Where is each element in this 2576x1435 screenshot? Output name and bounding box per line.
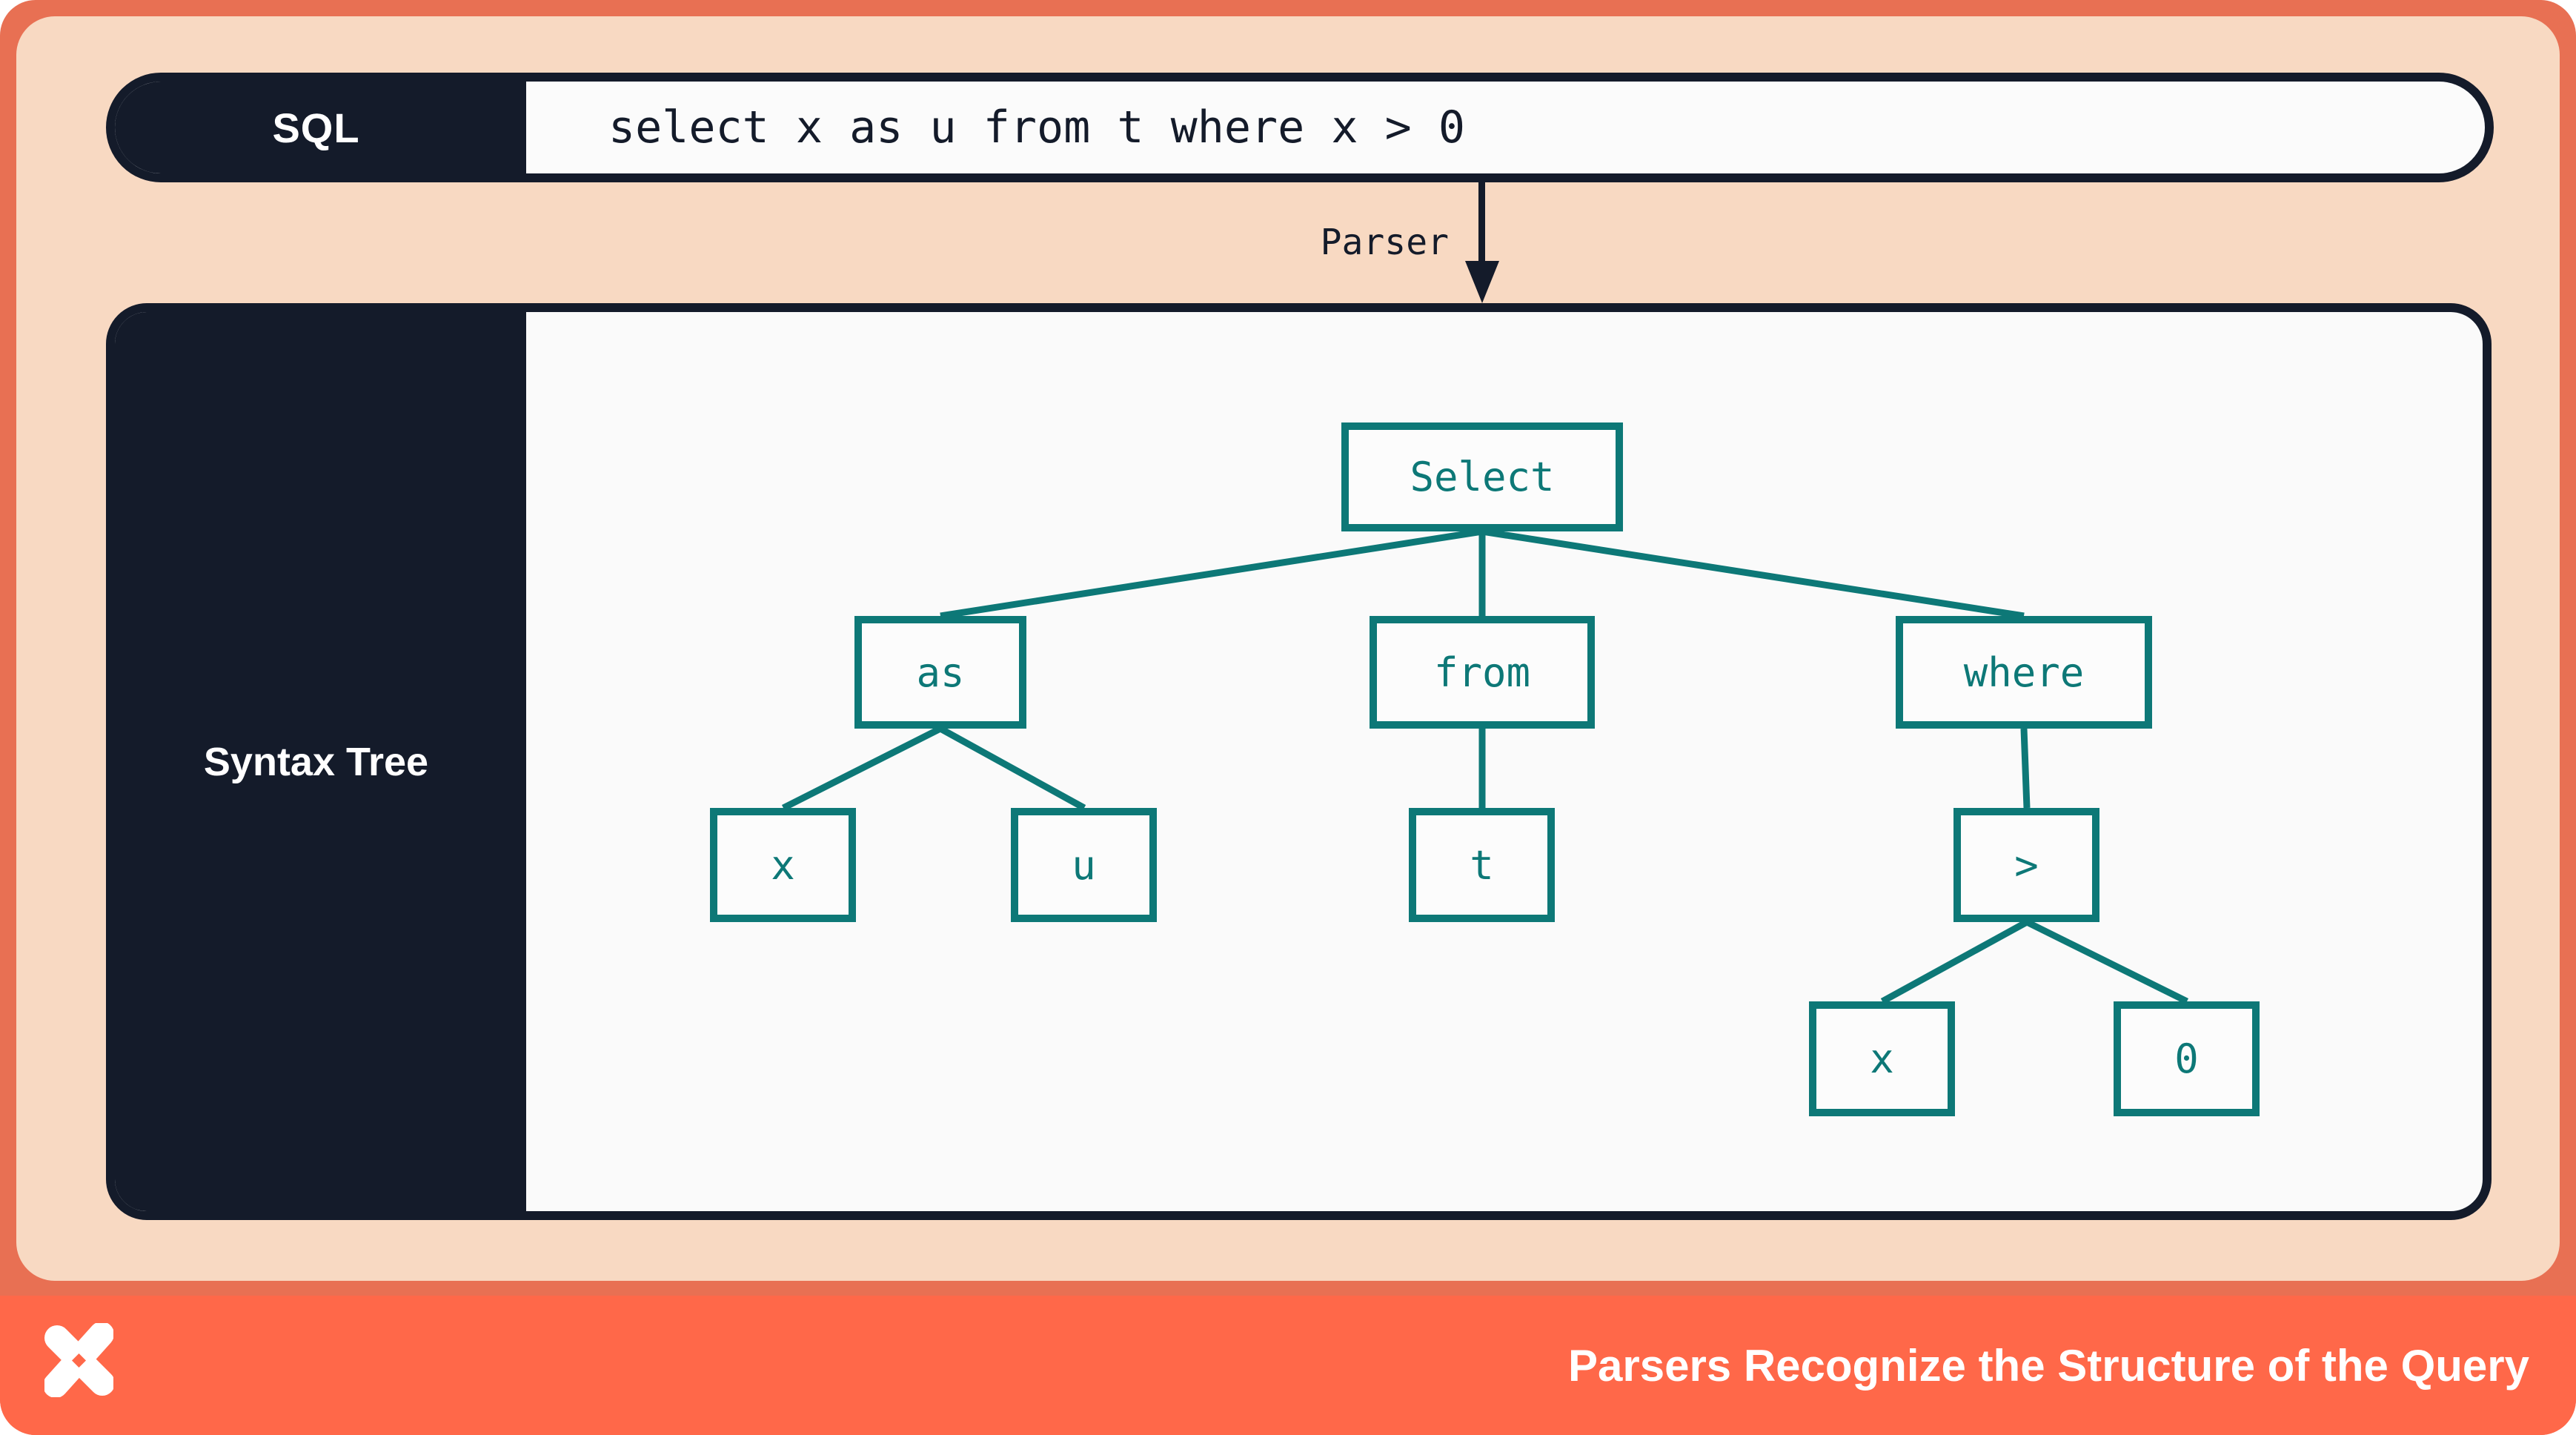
tree-edge (2020, 728, 2031, 809)
tree-node-x2: x (1809, 1001, 1955, 1116)
tree-node-t: t (1409, 808, 1555, 922)
parser-label: Parser (1320, 222, 1449, 263)
tree-edge (2025, 918, 2188, 1005)
sql-label: SQL (272, 104, 360, 151)
tree-edge (1481, 528, 2025, 620)
tree-node-as: as (854, 616, 1026, 729)
sql-query-text: select x as u from t where x > 0 (608, 102, 1465, 153)
tree-edge (940, 528, 1483, 620)
syntax-tree-label-badge: Syntax Tree (115, 312, 526, 1211)
tree-edge (781, 725, 943, 812)
footer-bar: Parsers Recognize the Structure of the Q… (0, 1296, 2576, 1435)
tree-node-where: where (1896, 616, 2152, 729)
syntax-tree-panel: Select as from where x u t > x 0 Syntax … (106, 303, 2492, 1220)
tree-edge (938, 726, 1086, 811)
parser-arrow-line (1478, 182, 1485, 265)
sql-input-bar: SQL select x as u from t where x > 0 (106, 73, 2494, 182)
tree-node-gt: > (1953, 808, 2099, 922)
tree-edges (781, 528, 2188, 1005)
x-pinwheel-logo-icon (44, 1323, 113, 1397)
tree-node-x: x (710, 808, 856, 922)
tree-node-u: u (1011, 808, 1157, 922)
tree-edge (1880, 919, 2029, 1004)
tree-node-from: from (1370, 616, 1595, 729)
tree-node-zero: 0 (2114, 1001, 2260, 1116)
parser-arrow-head-icon (1465, 261, 1499, 303)
tree-node-select: Select (1341, 422, 1623, 531)
slide-caption: Parsers Recognize the Structure of the Q… (1567, 1340, 2529, 1391)
sql-label-badge: SQL (115, 82, 526, 173)
syntax-tree-label: Syntax Tree (203, 739, 429, 784)
